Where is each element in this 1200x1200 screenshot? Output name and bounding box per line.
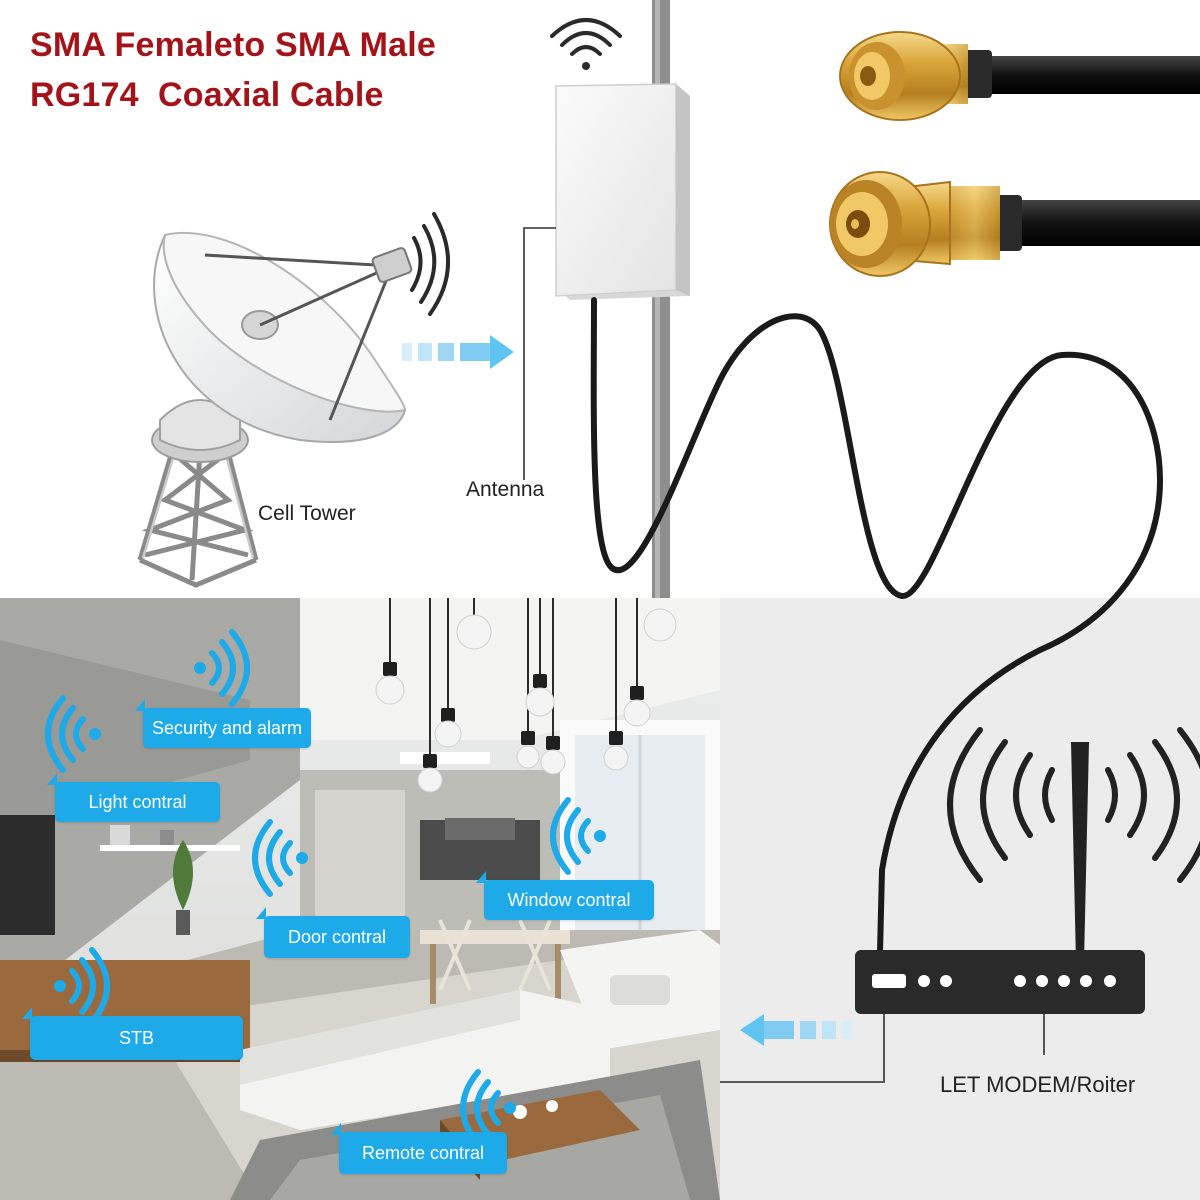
caption-antenna: Antenna <box>466 478 545 501</box>
caption-cell-tower: Cell Tower <box>258 502 356 525</box>
callout-light-control: Light contral <box>47 773 220 822</box>
router-panel-bg <box>720 598 1200 1200</box>
panel-antenna <box>523 18 690 480</box>
wifi-icon <box>550 18 622 70</box>
title-line-2: RG174 Coaxial Cable <box>30 76 384 114</box>
coaxial-cable <box>590 297 1164 955</box>
callout-window-control: Window contral <box>476 871 654 920</box>
caption-modem: LET MODEM/Roiter <box>940 1072 1136 1097</box>
callout-security-alarm: Security and alarm <box>135 699 311 748</box>
callout-stb: STB <box>22 1007 243 1060</box>
wifi-icon <box>550 797 606 875</box>
callout-remote-control: Remote contral <box>331 1123 507 1174</box>
wifi-icon <box>54 947 110 1025</box>
sma-female-connector <box>829 171 1200 277</box>
wifi-icon <box>194 629 250 707</box>
router-icon <box>720 727 1200 1083</box>
satellite-dish-icon <box>137 212 451 588</box>
arrow-left-icon <box>740 1014 852 1046</box>
callout-door-control: Door contral <box>256 907 410 958</box>
title-line-1: SMA Femaleto SMA Male <box>30 26 436 64</box>
wifi-icon <box>252 819 308 897</box>
wifi-icon <box>45 695 101 773</box>
arrow-right-icon <box>402 335 514 369</box>
sma-male-connector <box>839 31 1200 121</box>
